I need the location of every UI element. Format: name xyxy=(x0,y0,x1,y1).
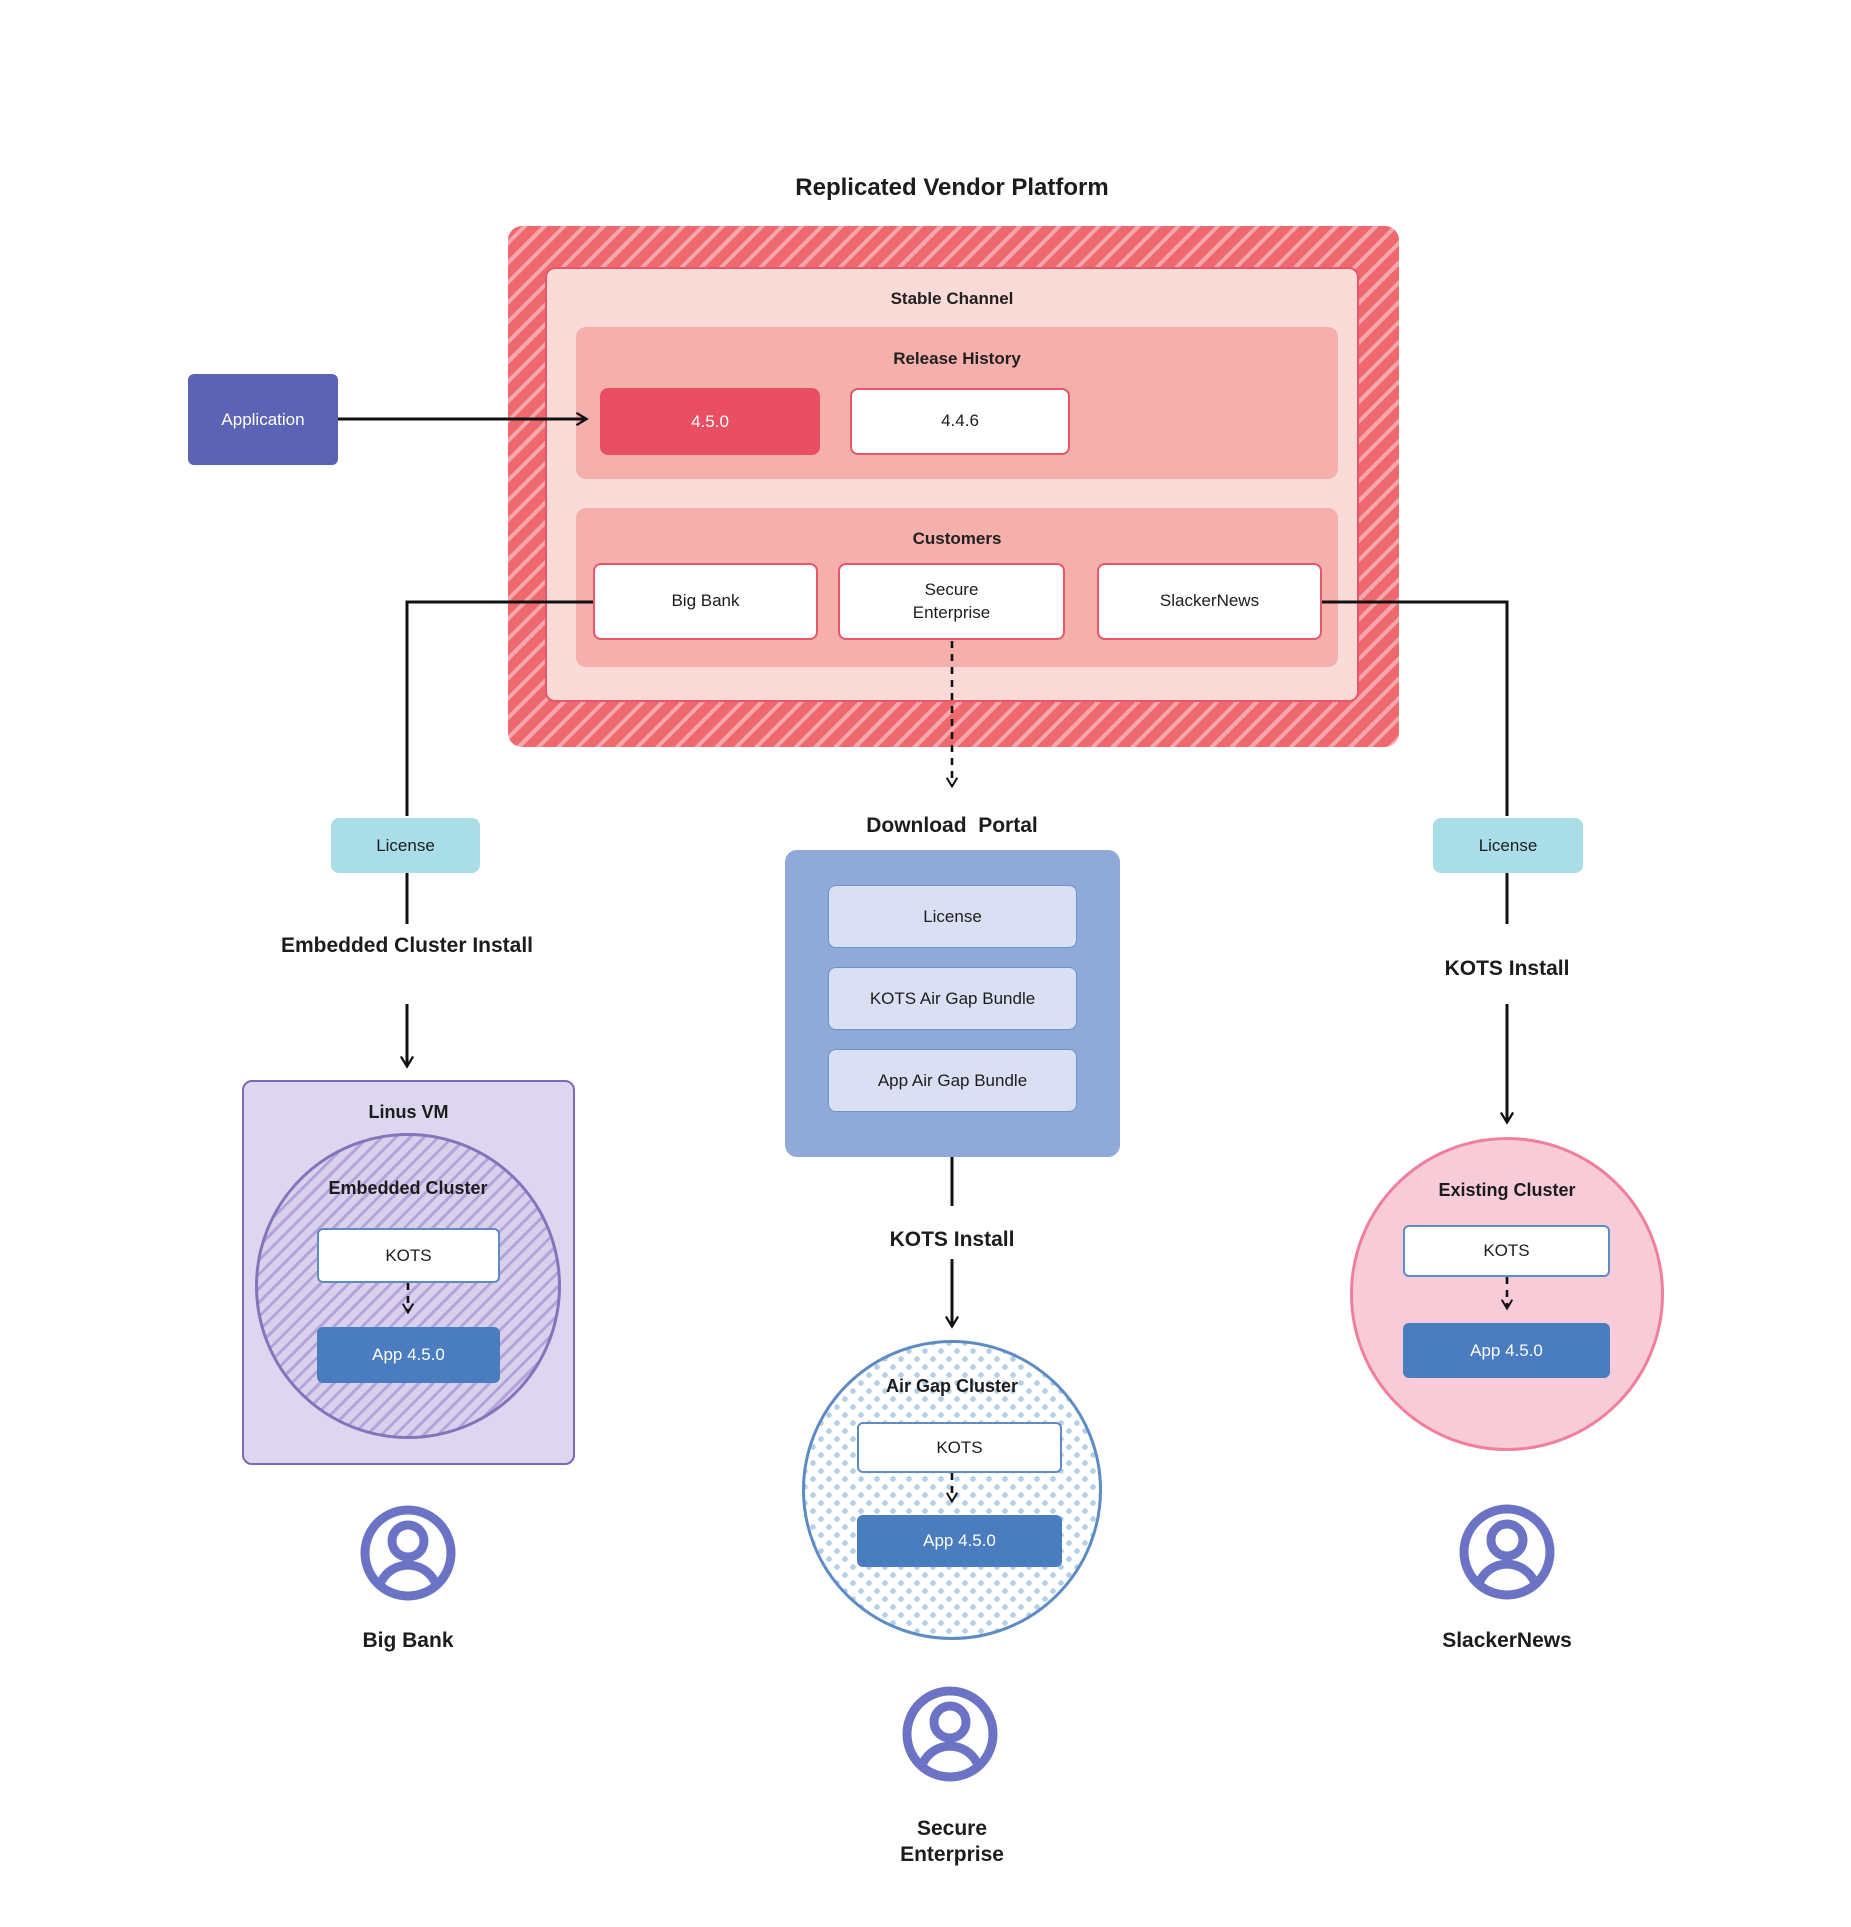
customer-secure-enterprise-label: Secure Enterprise xyxy=(912,580,991,622)
kots-secure-label: KOTS xyxy=(936,1437,983,1457)
user-icon xyxy=(902,1686,998,1782)
kots-box-big-bank: KOTS xyxy=(317,1228,500,1283)
customer-big-bank-label: Big Bank xyxy=(671,591,740,611)
portal-item-license-label: License xyxy=(923,906,982,926)
existing-cluster-label: Existing Cluster xyxy=(1438,1180,1576,1200)
page-title: Replicated Vendor Platform xyxy=(795,174,1109,201)
stable-channel-label: Stable Channel xyxy=(890,289,1014,308)
portal-item-kots-airgap-bundle: KOTS Air Gap Bundle xyxy=(828,967,1077,1030)
air-gap-cluster-label: Air Gap Cluster xyxy=(885,1376,1019,1396)
release-4-4-6-label: 4.4.6 xyxy=(941,411,979,431)
application-label: Application xyxy=(221,409,305,429)
big-bank-user-label: Big Bank xyxy=(362,1629,454,1652)
kots-slackernews-label: KOTS xyxy=(1483,1241,1530,1260)
embedded-cluster-label: Embedded Cluster xyxy=(328,1178,488,1198)
kots-install-middle-label: KOTS Install xyxy=(889,1228,1015,1251)
license-big-bank-label: License xyxy=(376,835,435,855)
user-icon xyxy=(360,1505,456,1601)
license-box-slackernews: License xyxy=(1433,818,1583,873)
secure-enterprise-user-label: Secure Enterprise xyxy=(900,1817,1004,1867)
slackernews-user-label: SlackerNews xyxy=(1442,1629,1572,1652)
linus-vm-label: Linus VM xyxy=(368,1102,449,1122)
embedded-cluster-circle xyxy=(255,1133,561,1439)
kots-install-right-label: KOTS Install xyxy=(1444,957,1570,980)
customer-slackernews: SlackerNews xyxy=(1097,563,1322,640)
app-secure-label: App 4.5.0 xyxy=(923,1531,996,1550)
customers-label: Customers xyxy=(912,529,1002,548)
portal-item-kots-airgap-label: KOTS Air Gap Bundle xyxy=(869,988,1036,1008)
app-big-bank-label: App 4.5.0 xyxy=(372,1345,445,1364)
download-portal-label: Download Portal xyxy=(866,814,1038,837)
portal-item-app-airgap-bundle: App Air Gap Bundle xyxy=(828,1049,1077,1112)
app-box-big-bank: App 4.5.0 xyxy=(317,1327,500,1383)
customer-big-bank: Big Bank xyxy=(593,563,818,640)
app-slackernews-label: App 4.5.0 xyxy=(1470,1340,1543,1360)
license-box-big-bank: License xyxy=(331,818,480,873)
customer-secure-enterprise: Secure Enterprise xyxy=(838,563,1065,640)
application-box: Application xyxy=(188,374,338,465)
release-4-5-0: 4.5.0 xyxy=(600,388,820,455)
license-slackernews-label: License xyxy=(1478,835,1538,855)
kots-big-bank-label: KOTS xyxy=(385,1245,432,1265)
release-history-label: Release History xyxy=(893,349,1021,368)
app-box-slackernews: App 4.5.0 xyxy=(1403,1323,1610,1378)
existing-cluster-circle xyxy=(1350,1137,1664,1451)
release-4-4-6: 4.4.6 xyxy=(850,388,1070,455)
release-4-5-0-label: 4.5.0 xyxy=(691,411,729,431)
embedded-cluster-install-label: Embedded Cluster Install xyxy=(280,934,534,957)
kots-box-secure: KOTS xyxy=(857,1422,1062,1473)
user-icon xyxy=(1459,1504,1555,1600)
app-box-secure: App 4.5.0 xyxy=(857,1515,1062,1567)
kots-box-slackernews: KOTS xyxy=(1403,1225,1610,1277)
portal-item-license: License xyxy=(828,885,1077,948)
customer-slackernews-label: SlackerNews xyxy=(1159,591,1260,611)
portal-item-app-airgap-label: App Air Gap Bundle xyxy=(877,1070,1028,1090)
